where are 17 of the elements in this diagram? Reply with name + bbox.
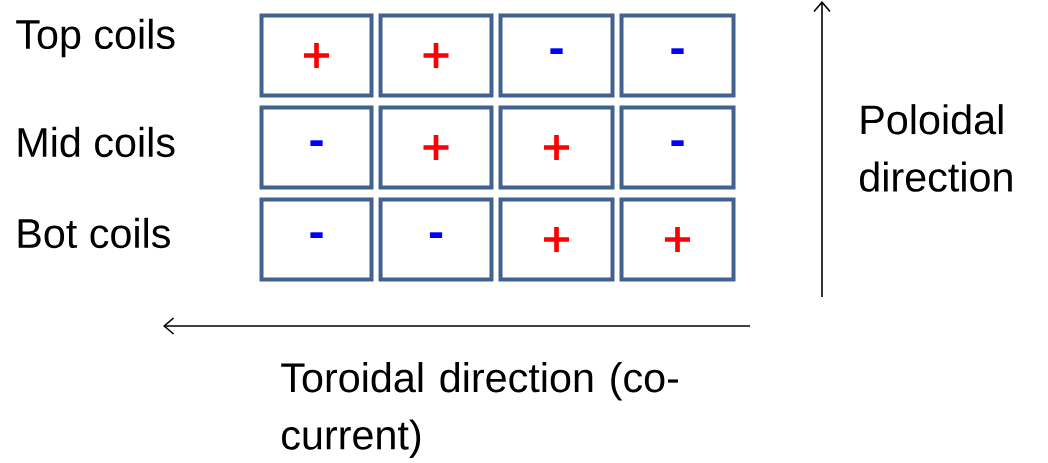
coil-box: - xyxy=(259,105,374,190)
coil-box: - xyxy=(498,13,615,98)
coil-box: + xyxy=(619,197,736,282)
coil-box: - xyxy=(259,197,374,282)
coil-box: - xyxy=(619,13,736,98)
coil-box: - xyxy=(378,197,494,282)
coil-box: + xyxy=(378,105,494,190)
coil-box: + xyxy=(259,13,374,98)
coil-box: + xyxy=(498,105,615,190)
text-label: Bot coils xyxy=(18,217,170,249)
coil-box: + xyxy=(378,13,494,98)
coil-box: + xyxy=(498,197,615,282)
text-label: Mid coils xyxy=(18,126,175,158)
coil-box: - xyxy=(619,105,736,190)
text-label: Toroidal direction (co-current) xyxy=(281,362,679,458)
text-label: Poloidal direction xyxy=(860,104,1012,192)
text-label: Top coils xyxy=(16,18,175,58)
